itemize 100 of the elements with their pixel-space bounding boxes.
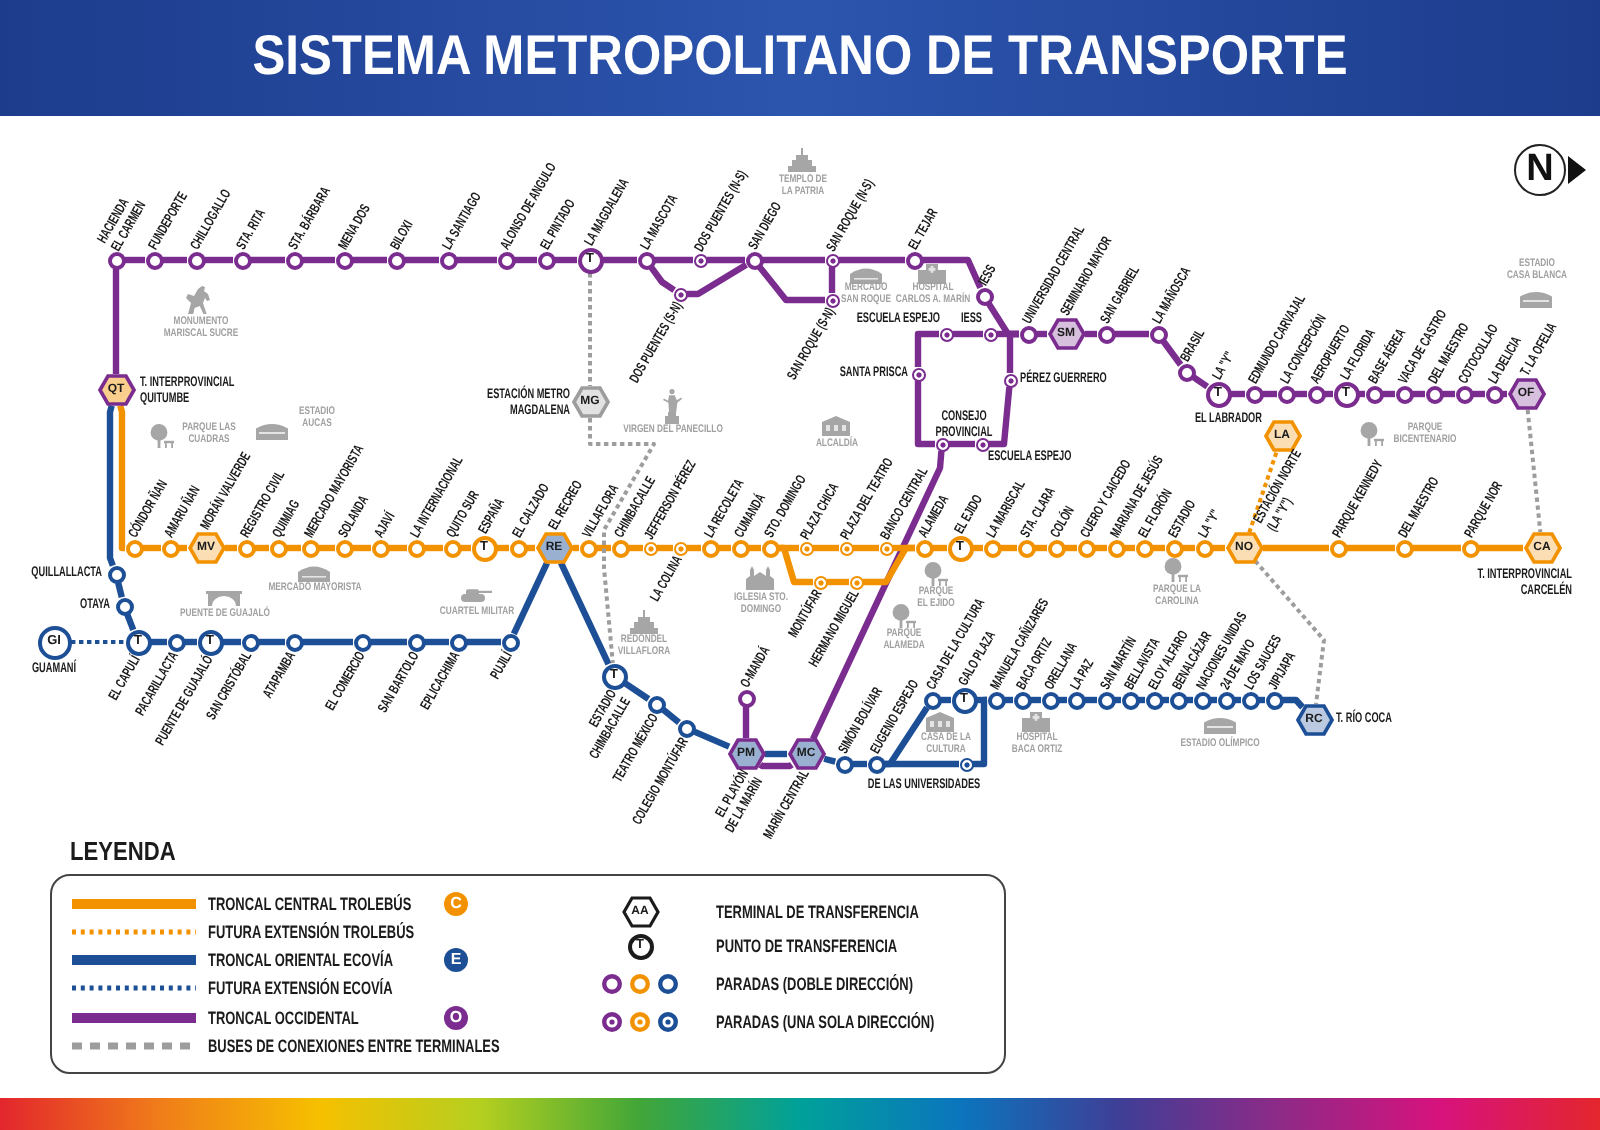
route-line bbox=[914, 381, 935, 448]
stop-icon bbox=[125, 539, 143, 557]
route-line bbox=[163, 256, 187, 264]
stop-icon bbox=[187, 251, 205, 269]
stop-icon bbox=[731, 539, 749, 557]
stop-icon bbox=[1395, 385, 1413, 403]
route-line bbox=[1347, 544, 1395, 552]
stop-icon bbox=[1149, 325, 1167, 343]
stop-icon bbox=[1455, 385, 1473, 403]
stop-icon bbox=[1145, 691, 1163, 709]
stop-icon bbox=[915, 539, 933, 557]
one-way-stop-icon bbox=[825, 253, 839, 267]
stop-icon bbox=[1485, 385, 1503, 403]
dashed-route-line bbox=[588, 273, 592, 386]
route-line bbox=[765, 750, 787, 758]
legend-label: PARADAS (UNA SOLA DIRECCIÓN) bbox=[716, 1012, 935, 1032]
route-line bbox=[425, 638, 449, 646]
route-line bbox=[687, 261, 748, 298]
line-code-badge: O bbox=[444, 1006, 468, 1030]
route-line bbox=[923, 256, 984, 290]
route-line bbox=[827, 578, 849, 586]
one-way-stop-icon bbox=[839, 541, 853, 555]
stop-icon bbox=[285, 633, 303, 651]
stop-icon bbox=[537, 251, 555, 269]
stop-icon bbox=[1265, 691, 1283, 709]
stop-icon bbox=[407, 539, 425, 557]
stop-icon bbox=[269, 539, 287, 557]
route-line bbox=[1115, 330, 1149, 338]
one-way-stop-icon bbox=[849, 575, 863, 589]
stop-icon bbox=[1395, 539, 1413, 557]
stop-icon bbox=[905, 251, 923, 269]
stop-icon bbox=[1041, 691, 1059, 709]
route-line bbox=[1263, 544, 1329, 552]
route-line bbox=[914, 330, 939, 367]
one-way-stop-icon bbox=[693, 253, 707, 267]
one-way-stop-icon bbox=[799, 541, 813, 555]
stop-icon bbox=[637, 251, 655, 269]
stop-icon bbox=[1365, 385, 1383, 403]
stop-icon bbox=[677, 719, 695, 737]
line-code-badge: E bbox=[444, 948, 468, 972]
route-line bbox=[205, 256, 233, 264]
stop-icon bbox=[923, 691, 941, 709]
route-line bbox=[115, 581, 125, 599]
route-line bbox=[405, 256, 439, 264]
route-line bbox=[863, 544, 915, 586]
stop-icon bbox=[579, 539, 597, 557]
route-line bbox=[953, 330, 983, 338]
stop-icon bbox=[737, 689, 755, 707]
legend-heading: LEYENDA bbox=[70, 838, 176, 866]
stop-icon bbox=[1307, 385, 1325, 403]
one-way-stop-icon bbox=[673, 541, 687, 555]
route-line bbox=[823, 755, 837, 765]
stop-icon bbox=[335, 251, 353, 269]
route-line bbox=[353, 256, 387, 264]
stop-icon bbox=[1121, 691, 1139, 709]
stop-icon bbox=[975, 287, 993, 305]
stop-icon bbox=[835, 755, 853, 773]
stop-icon bbox=[983, 539, 1001, 557]
route-line bbox=[371, 638, 407, 646]
stop-icon bbox=[497, 251, 515, 269]
route-line bbox=[949, 440, 975, 448]
route-line bbox=[515, 256, 537, 264]
route-line bbox=[757, 265, 825, 304]
route-line bbox=[839, 256, 905, 264]
stop-icon bbox=[761, 539, 779, 557]
route-line bbox=[251, 256, 285, 264]
one-way-stop-icon bbox=[1003, 373, 1017, 387]
stop-icon bbox=[701, 539, 719, 557]
stop-icon bbox=[1067, 691, 1085, 709]
stop-icon bbox=[387, 251, 405, 269]
line-code-badge: C bbox=[444, 892, 468, 916]
route-line bbox=[758, 761, 794, 770]
stop-icon bbox=[1193, 691, 1211, 709]
dashed-route-line bbox=[1247, 450, 1279, 534]
route-line bbox=[853, 544, 879, 552]
stop-icon bbox=[1425, 385, 1443, 403]
route-line bbox=[1283, 696, 1305, 710]
stop-icon bbox=[1217, 691, 1235, 709]
one-way-stop-icon bbox=[983, 327, 997, 341]
one-way-stop-icon bbox=[879, 541, 893, 555]
one-way-stop-icon bbox=[911, 367, 925, 381]
one-way-stop-icon bbox=[825, 293, 839, 307]
one-way-stop-icon bbox=[673, 287, 687, 301]
route-line bbox=[303, 256, 335, 264]
stop-icon bbox=[1013, 691, 1031, 709]
stop-icon bbox=[1047, 539, 1065, 557]
one-way-stop-icon bbox=[939, 327, 953, 341]
legend-label: PARADAS (DOBLE DIRECCIÓN) bbox=[716, 974, 914, 994]
stop-icon bbox=[237, 539, 255, 557]
route-line bbox=[763, 256, 825, 264]
route-line bbox=[655, 256, 693, 264]
stop-icon bbox=[1019, 325, 1037, 343]
route-line bbox=[810, 450, 945, 741]
route-line bbox=[124, 613, 137, 632]
stop-icon bbox=[1135, 539, 1153, 557]
route-line bbox=[225, 544, 237, 552]
route-line bbox=[112, 269, 120, 374]
stop-icon bbox=[371, 539, 389, 557]
stop-icon bbox=[107, 565, 125, 583]
stop-icon bbox=[241, 633, 259, 651]
